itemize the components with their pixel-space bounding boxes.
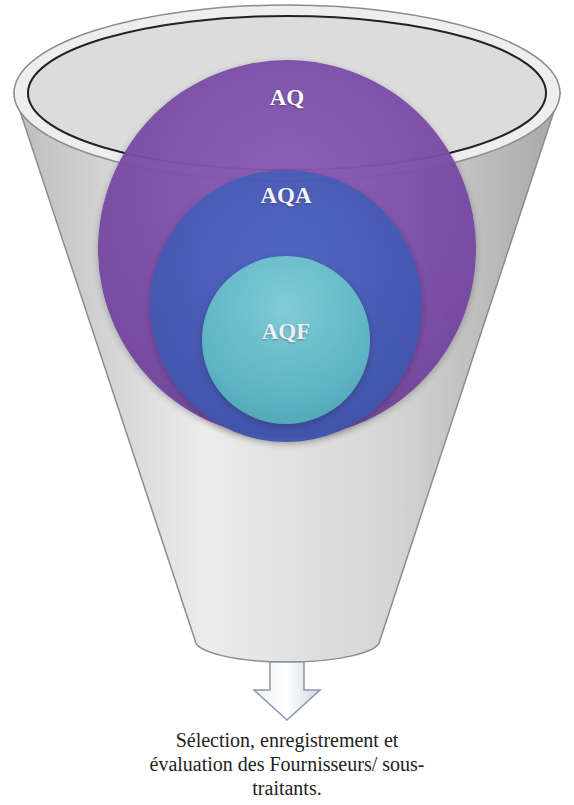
circle-label: AQ — [98, 84, 476, 112]
nested-circle: AQA AQF — [150, 170, 422, 442]
circle-label: AQF — [202, 318, 370, 346]
down-arrow — [254, 662, 320, 720]
output-text: Sélection, enregistrement et évaluation … — [137, 728, 437, 800]
nested-circle: AQ AQA AQF — [98, 60, 476, 438]
funnel-cone — [14, 93, 560, 662]
nested-circle: AQF — [202, 256, 370, 424]
circle-label: AQA — [150, 182, 422, 210]
